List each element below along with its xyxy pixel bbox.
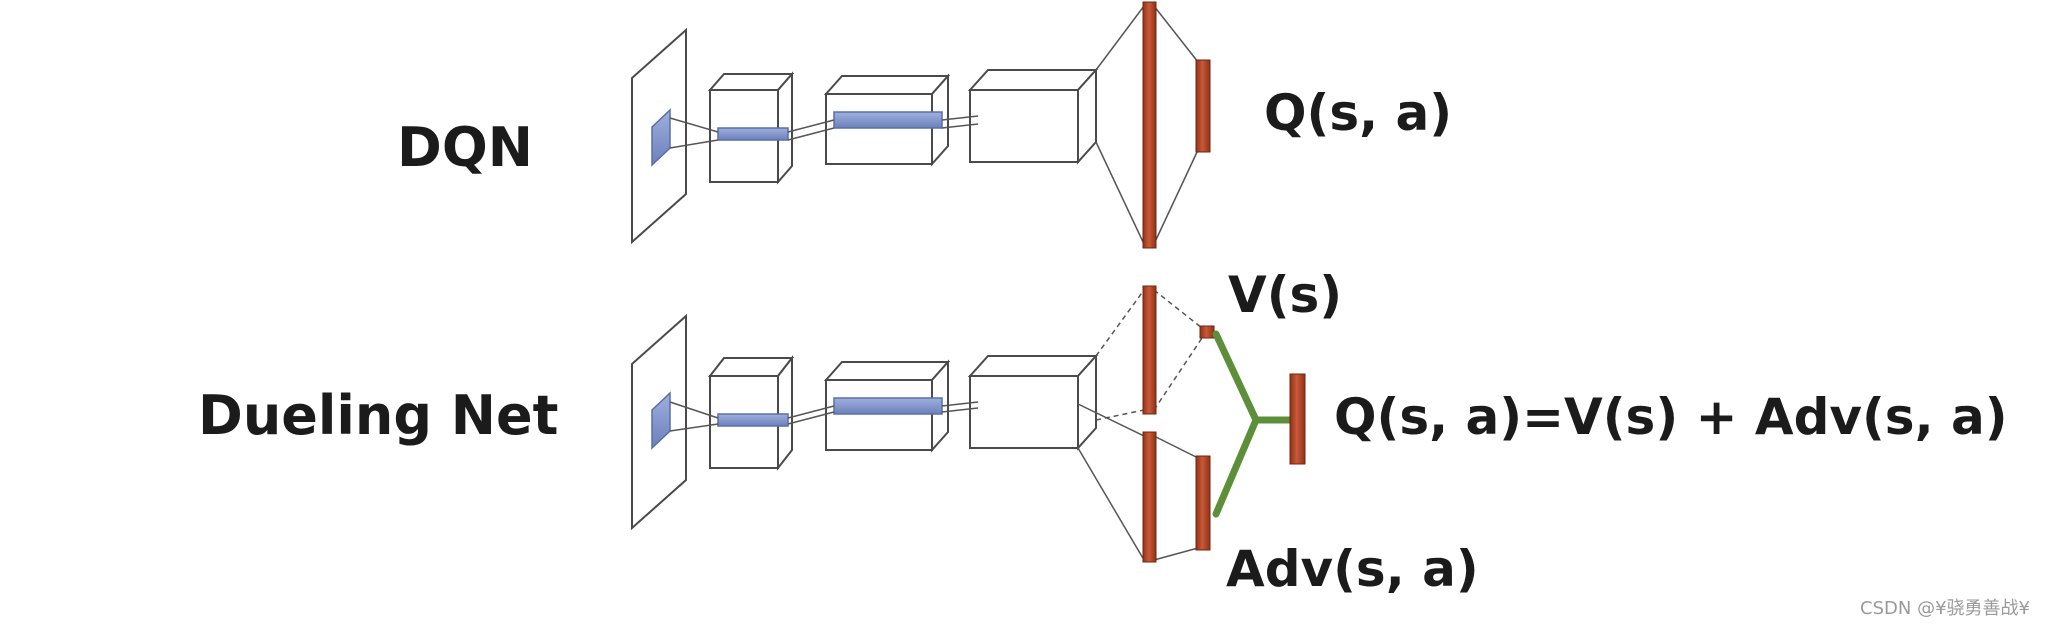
value-label: V(s) (1228, 266, 1342, 324)
dqn-output-label: Q(s, a) (1264, 84, 1452, 142)
dqn-connections (669, 5, 1199, 245)
watermark: CSDN @¥骁勇善战¥ (1860, 598, 2030, 619)
dueling-q-output-layer (1289, 373, 1306, 465)
dqn-input-frame (631, 27, 687, 245)
dqn-dense-layer (1142, 1, 1157, 249)
value-stream-dense-layer (1142, 285, 1157, 415)
dueling-conv-block-2 (823, 359, 951, 453)
advantage-stream-dense-layer (1142, 431, 1157, 563)
dqn-conv-block-3 (967, 67, 1099, 165)
dqn-conv-block-1 (707, 71, 795, 185)
dueling-input-frame (631, 313, 687, 531)
dueling-value-connections (1095, 289, 1203, 421)
value-output-unit (1199, 325, 1215, 339)
advantage-output-layer (1195, 455, 1211, 551)
dueling-network: Dueling Net (198, 266, 2008, 598)
aggregation-edges (1212, 330, 1296, 518)
dueling-conv-block-3 (967, 353, 1099, 451)
dqn-row-label: DQN (397, 116, 533, 179)
dueling-output-label: Q(s, a)=V(s) + Adv(s, a) (1334, 388, 2008, 446)
dqn-output-layer (1195, 59, 1211, 153)
dqn-conv-block-2 (823, 73, 951, 167)
advantage-label: Adv(s, a) (1226, 540, 1479, 598)
dueling-row-label: Dueling Net (198, 384, 558, 447)
dueling-connections (669, 401, 1199, 561)
dqn-network: DQN (397, 1, 1452, 249)
dueling-conv-block-1 (707, 355, 795, 471)
